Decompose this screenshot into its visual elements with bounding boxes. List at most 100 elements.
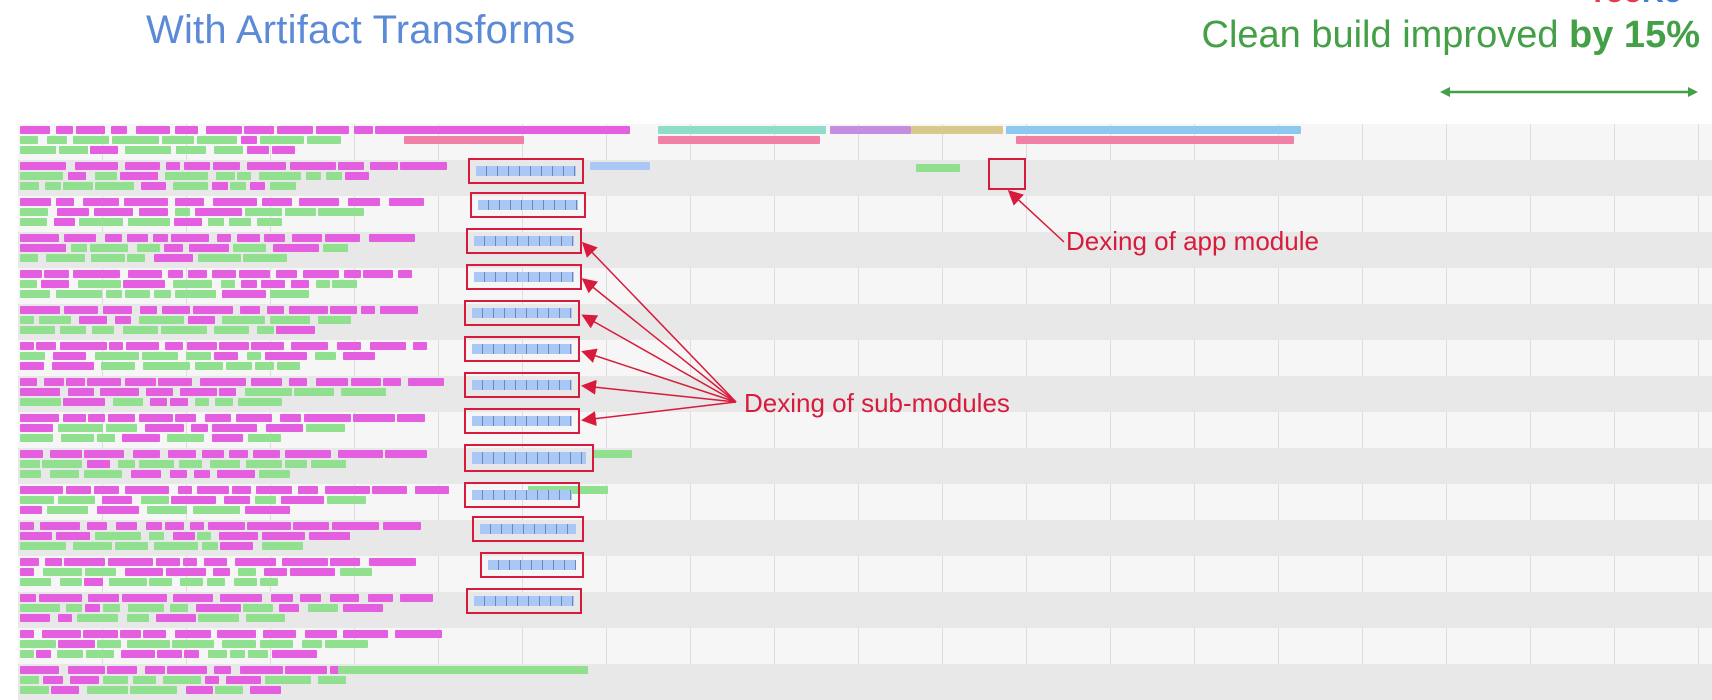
task-bar[interactable]	[66, 486, 91, 494]
task-bar[interactable]	[156, 614, 196, 622]
task-bar[interactable]	[323, 244, 348, 252]
task-bar[interactable]	[45, 558, 62, 566]
task-bar[interactable]	[184, 162, 210, 170]
task-bar[interactable]	[20, 650, 34, 658]
task-bar[interactable]	[202, 542, 218, 550]
task-bar[interactable]	[343, 604, 383, 612]
task-bar[interactable]	[413, 342, 427, 350]
task-bar[interactable]	[290, 162, 336, 170]
task-bar[interactable]	[66, 604, 82, 612]
task-bar[interactable]	[202, 450, 224, 458]
task-bar[interactable]	[220, 542, 253, 550]
task-bar[interactable]	[338, 450, 383, 458]
task-bar[interactable]	[92, 326, 114, 334]
task-bar[interactable]	[20, 676, 39, 684]
task-bar[interactable]	[180, 578, 203, 586]
task-bar[interactable]	[87, 460, 110, 468]
task-bar[interactable]	[285, 450, 331, 458]
task-bar[interactable]	[247, 352, 261, 360]
task-bar[interactable]	[161, 326, 207, 334]
task-bar[interactable]	[175, 630, 211, 638]
task-bar[interactable]	[97, 434, 115, 442]
task-bar[interactable]	[207, 578, 225, 586]
task-bar[interactable]	[208, 218, 224, 226]
task-bar[interactable]	[60, 342, 107, 350]
task-bar[interactable]	[20, 162, 66, 170]
task-bar[interactable]	[1006, 126, 1301, 134]
task-bar[interactable]	[118, 460, 135, 468]
task-bar[interactable]	[196, 604, 241, 612]
task-bar[interactable]	[238, 398, 282, 406]
task-bar[interactable]	[270, 182, 296, 190]
task-bar[interactable]	[116, 522, 137, 530]
task-bar[interactable]	[20, 460, 40, 468]
task-bar[interactable]	[188, 270, 207, 278]
task-bar[interactable]	[188, 316, 215, 324]
task-bar[interactable]	[189, 244, 229, 252]
task-bar[interactable]	[44, 378, 64, 386]
task-bar[interactable]	[325, 640, 368, 648]
task-bar[interactable]	[173, 280, 212, 288]
task-bar[interactable]	[285, 460, 307, 468]
task-bar[interactable]	[139, 208, 168, 216]
task-bar[interactable]	[259, 172, 301, 180]
task-bar[interactable]	[217, 630, 256, 638]
task-bar[interactable]	[340, 568, 372, 576]
task-bar[interactable]	[73, 542, 112, 550]
task-bar[interactable]	[255, 496, 276, 504]
task-bar[interactable]	[300, 594, 321, 602]
task-bar[interactable]	[316, 126, 349, 134]
task-bar[interactable]	[20, 542, 66, 550]
task-bar[interactable]	[60, 578, 82, 586]
task-bar[interactable]	[128, 604, 164, 612]
task-bar[interactable]	[380, 306, 418, 314]
task-bar[interactable]	[308, 604, 338, 612]
task-bar[interactable]	[318, 208, 364, 216]
task-bar[interactable]	[147, 506, 187, 514]
task-bar[interactable]	[257, 218, 282, 226]
task-bar[interactable]	[215, 686, 243, 694]
task-bar[interactable]	[157, 650, 182, 658]
task-bar[interactable]	[102, 496, 132, 504]
task-bar[interactable]	[239, 270, 270, 278]
task-bar[interactable]	[20, 352, 45, 360]
task-bar[interactable]	[257, 326, 274, 334]
task-bar[interactable]	[276, 326, 315, 334]
task-bar[interactable]	[174, 218, 202, 226]
task-bar[interactable]	[186, 686, 213, 694]
task-bar[interactable]	[20, 378, 37, 386]
task-bar[interactable]	[113, 398, 143, 406]
task-bar[interactable]	[39, 594, 82, 602]
task-bar[interactable]	[197, 532, 211, 540]
task-bar[interactable]	[337, 342, 361, 350]
task-bar[interactable]	[658, 136, 820, 144]
task-bar[interactable]	[195, 398, 209, 406]
task-bar[interactable]	[255, 362, 274, 370]
task-bar[interactable]	[372, 486, 407, 494]
task-bar[interactable]	[125, 568, 163, 576]
task-bar[interactable]	[191, 424, 208, 432]
task-bar[interactable]	[194, 470, 210, 478]
task-bar[interactable]	[107, 666, 137, 674]
task-bar[interactable]	[316, 378, 348, 386]
task-bar[interactable]	[78, 280, 121, 288]
task-bar[interactable]	[281, 496, 324, 504]
task-bar[interactable]	[20, 172, 63, 180]
task-bar[interactable]	[247, 522, 291, 530]
task-bar[interactable]	[58, 640, 95, 648]
task-bar[interactable]	[57, 208, 89, 216]
task-bar[interactable]	[262, 542, 303, 550]
task-bar[interactable]	[20, 522, 34, 530]
task-bar[interactable]	[146, 522, 162, 530]
task-bar[interactable]	[20, 280, 37, 288]
task-bar[interactable]	[263, 630, 296, 638]
task-bar[interactable]	[332, 280, 357, 288]
task-bar[interactable]	[173, 182, 208, 190]
task-bar[interactable]	[61, 434, 94, 442]
task-bar[interactable]	[315, 352, 336, 360]
task-bar[interactable]	[306, 424, 345, 432]
task-bar[interactable]	[233, 244, 266, 252]
task-bar[interactable]	[397, 414, 425, 422]
task-bar[interactable]	[20, 686, 49, 694]
task-bar[interactable]	[171, 234, 209, 242]
